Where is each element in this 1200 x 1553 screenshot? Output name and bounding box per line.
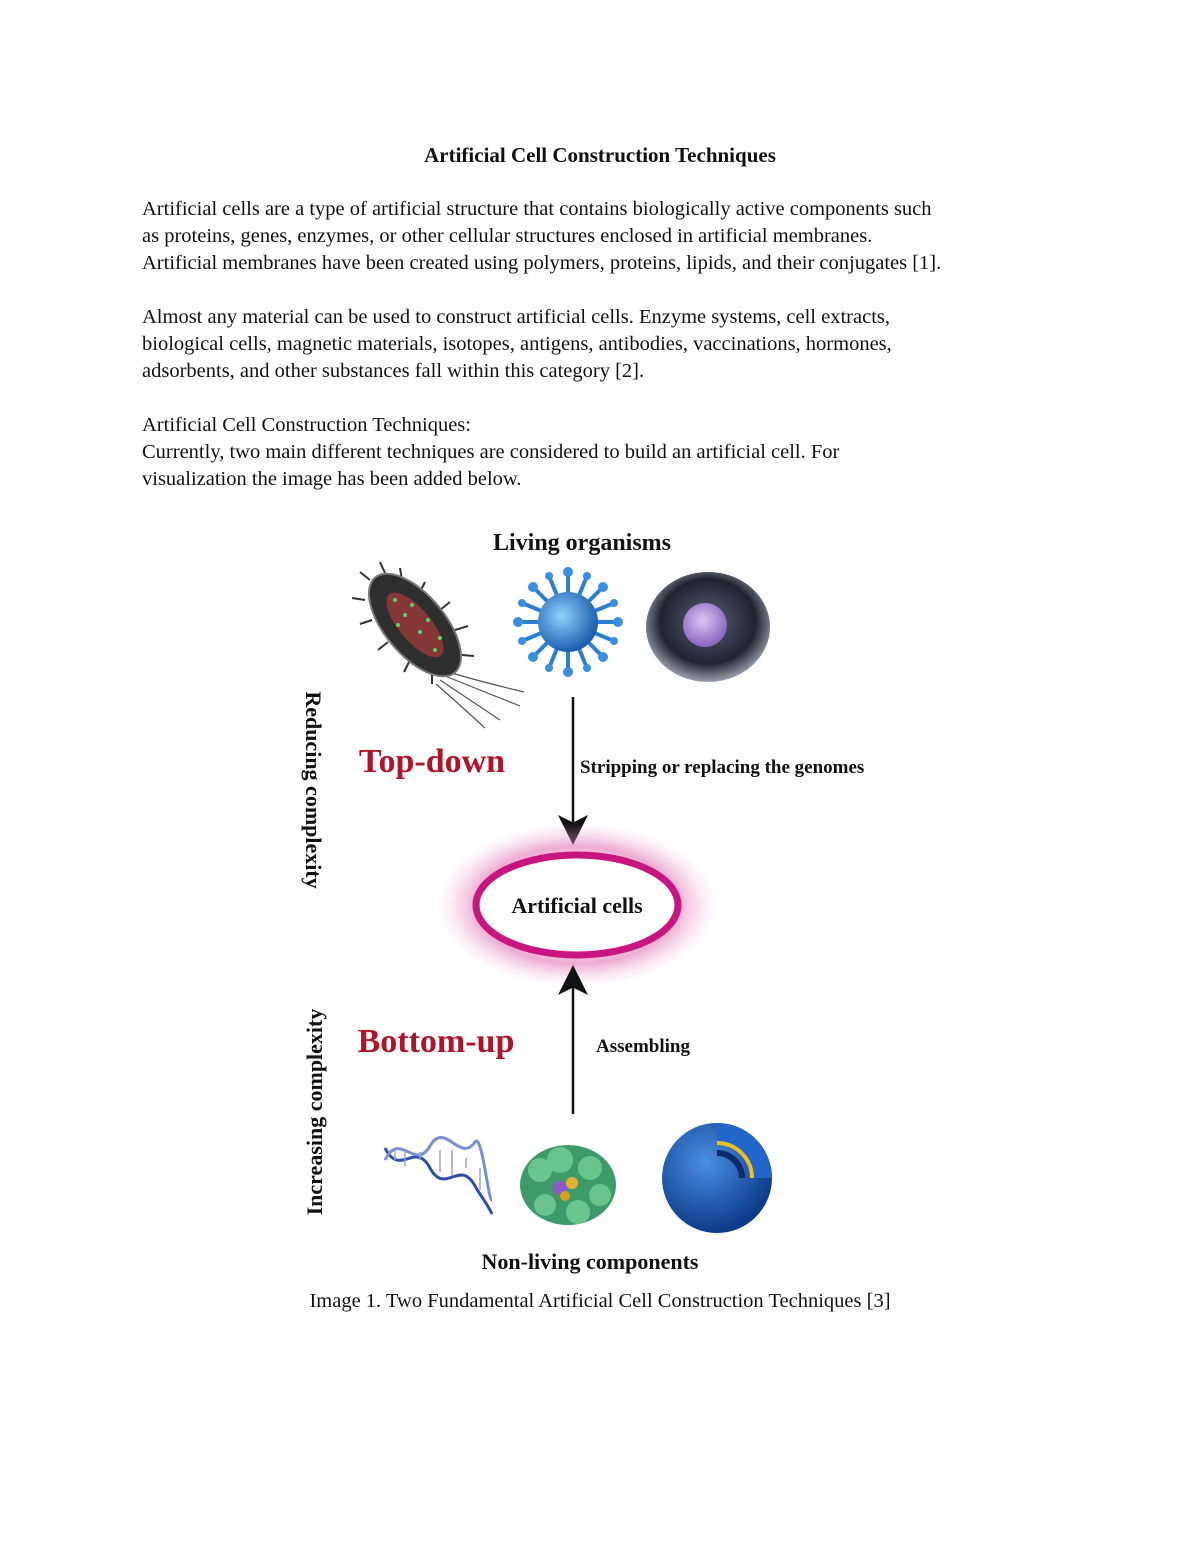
reducing-complexity-label: Reducing complexity <box>301 691 326 888</box>
protein-icon <box>520 1145 616 1225</box>
increasing-complexity-label: Increasing complexity <box>302 1009 327 1216</box>
paragraph-materials: Almost any material can be used to const… <box>142 304 1072 385</box>
paragraph-line: Artificial Cell Construction Techniques: <box>142 414 471 436</box>
paragraph-line: biological cells, magnetic materials, is… <box>142 333 892 355</box>
paragraph-intro: Artificial cells are a type of artificia… <box>142 196 1072 277</box>
cell-icon <box>646 572 770 682</box>
figure-caption: Image 1. Two Fundamental Artificial Cell… <box>309 1290 891 1312</box>
paragraph-line: Currently, two main different techniques… <box>142 441 840 463</box>
document-title: Artificial Cell Construction Techniques <box>424 143 776 167</box>
liposome-icon <box>662 1123 772 1233</box>
bottom-up-label: Bottom-up <box>358 1023 515 1060</box>
dna-icon <box>383 1136 494 1215</box>
paragraph-techniques: Artificial Cell Construction Techniques:… <box>142 412 1072 493</box>
top-down-label: Top-down <box>359 743 505 780</box>
paragraph-line: as proteins, genes, enzymes, or other ce… <box>142 225 873 247</box>
virus-icon <box>513 567 623 677</box>
non-living-components-label: Non-living components <box>482 1249 699 1274</box>
bacterium-icon <box>351 561 525 729</box>
artificial-cells-label: Artificial cells <box>511 893 643 918</box>
artificial-cell-ring <box>437 823 717 987</box>
paragraph-line: Artificial cells are a type of artificia… <box>142 198 932 220</box>
living-organisms-label: Living organisms <box>493 530 671 556</box>
paragraph-line: adsorbents, and other substances fall wi… <box>142 360 645 382</box>
top-arrow-label: Stripping or replacing the genomes <box>580 757 864 778</box>
paragraph-line: visualization the image has been added b… <box>142 468 522 490</box>
bottom-arrow-label: Assembling <box>596 1036 690 1057</box>
paragraph-line: Artificial membranes have been created u… <box>142 252 942 274</box>
technique-diagram: Living organisms <box>301 530 864 1274</box>
paragraph-line: Almost any material can be used to const… <box>142 306 890 328</box>
